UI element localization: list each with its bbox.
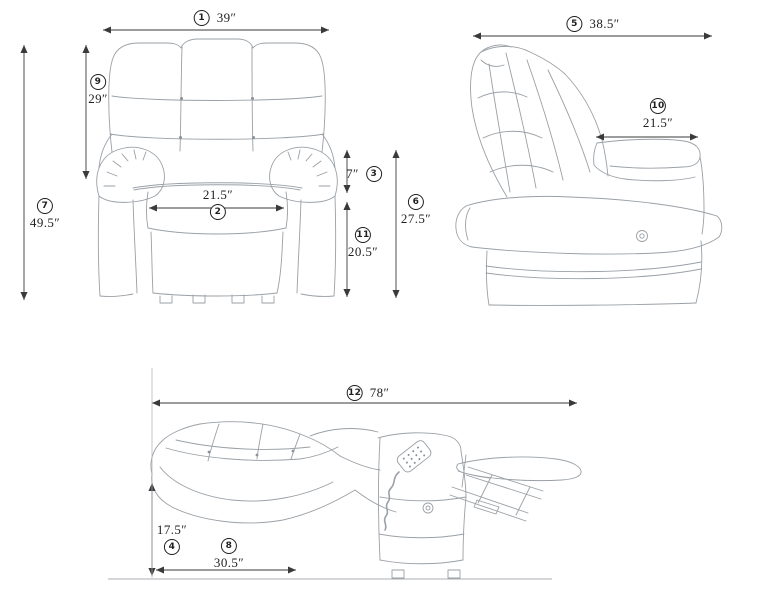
dimension-label-5: 5 38.5″: [566, 16, 619, 32]
dimension-number-badge: 12: [346, 385, 363, 401]
reference-lines: [108, 368, 552, 579]
dimension-value: 39″: [216, 9, 237, 25]
front-view-art: [97, 39, 338, 303]
dimension-label-3: 7″ 3: [346, 166, 382, 182]
dimension-value: 38.5″: [589, 15, 620, 31]
dimension-label-2: 21.5″ 2: [202, 187, 234, 221]
dimension-value: 78″: [369, 384, 390, 400]
dimension-label-12: 12 78″: [346, 384, 390, 401]
dimension-value: 27.5″: [400, 211, 432, 226]
dimension-number-badge: 8: [220, 538, 237, 554]
dimension-label-8: 8 30.5″: [214, 538, 244, 570]
dimension-value: 17.5″: [156, 522, 188, 537]
dimension-number-badge: 4: [163, 539, 180, 556]
dimension-label-1: 1 39″: [193, 9, 237, 26]
dimension-value: 49.5″: [29, 215, 61, 230]
dimension-number-badge: 10: [649, 98, 666, 114]
dimension-value: 20.5″: [347, 244, 379, 259]
dimension-label-11: 11 20.5″: [348, 227, 378, 259]
dimension-number-badge: 11: [354, 227, 371, 243]
dimension-number-badge: 7: [36, 198, 53, 214]
dimension-value: 21.5″: [642, 115, 674, 130]
dimension-number-badge: 2: [209, 204, 226, 221]
reclined-view-art: [151, 422, 581, 578]
dimension-label-6: 6 27.5″: [401, 194, 431, 226]
dimension-label-10: 10 21.5″: [643, 98, 673, 130]
dimension-number-badge: 3: [365, 166, 382, 182]
dimension-value: 29″: [88, 91, 108, 106]
dimension-value: 7″: [346, 165, 359, 181]
dimension-number-badge: 9: [90, 74, 106, 90]
dimension-label-7: 7 49.5″: [30, 198, 60, 230]
dimension-value: 30.5″: [213, 555, 245, 570]
dimension-lines: [20, 26, 712, 576]
dimension-number-badge: 6: [407, 194, 424, 210]
dimension-number-badge: 1: [193, 10, 210, 26]
side-view-art: [456, 45, 722, 305]
dimension-value: 21.5″: [202, 187, 234, 202]
dimension-label-4: 17.5″ 4: [156, 522, 188, 556]
dimension-label-9: 9 29″: [88, 74, 108, 106]
dimension-number-badge: 5: [566, 16, 583, 32]
